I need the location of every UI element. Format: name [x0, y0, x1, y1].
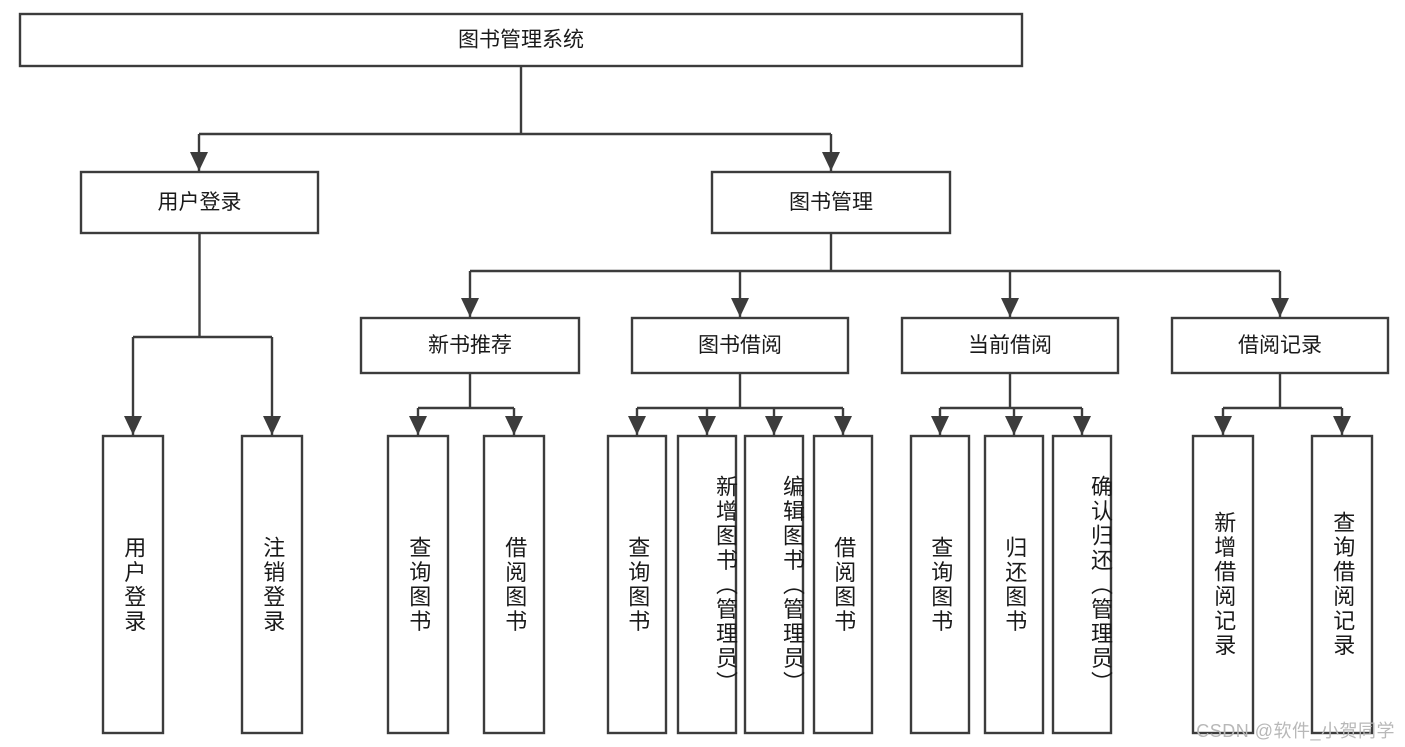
node-box-leaf-query-book-current[interactable]	[909, 434, 971, 735]
node-box-leaf-logout-login[interactable]	[240, 434, 304, 735]
arrow-head-icon	[409, 416, 427, 435]
node-box-leaf-query-book-borrow[interactable]	[606, 434, 668, 735]
node-box-leaf-user-login[interactable]	[101, 434, 165, 735]
node-label-borrow-record: 借阅记录	[1238, 334, 1322, 357]
arrow-head-icon	[628, 416, 646, 435]
arrow-head-icon	[1073, 416, 1091, 435]
node-label-root: 图书管理系统	[458, 29, 584, 52]
arrow-head-icon	[263, 416, 281, 435]
node-box-layer	[18, 12, 1390, 735]
arrow-head-icon	[1271, 298, 1289, 317]
node-label-book-borrow: 图书借阅	[698, 334, 782, 357]
node-box-new-book-recommend[interactable]	[359, 316, 581, 375]
arrow-head-icon	[834, 416, 852, 435]
arrow-head-icon	[822, 152, 840, 171]
node-box-leaf-add-borrow-record[interactable]	[1191, 434, 1255, 735]
node-box-root[interactable]	[18, 12, 1024, 68]
node-box-leaf-borrow-book-borrow[interactable]	[812, 434, 874, 735]
arrow-head-icon	[1333, 416, 1351, 435]
node-label-user-login: 用户登录	[158, 191, 242, 214]
node-box-book-borrow[interactable]	[630, 316, 850, 375]
node-box-user-login[interactable]	[79, 170, 320, 235]
arrow-head-icon	[931, 416, 949, 435]
arrow-head-icon	[765, 416, 783, 435]
node-label-current-borrow: 当前借阅	[968, 334, 1052, 357]
arrow-head-icon	[1001, 298, 1019, 317]
arrow-head-icon	[698, 416, 716, 435]
node-box-borrow-record[interactable]	[1170, 316, 1390, 375]
node-box-leaf-edit-book-admin[interactable]	[743, 434, 805, 735]
node-box-leaf-add-book-admin[interactable]	[676, 434, 738, 735]
node-box-book-management[interactable]	[710, 170, 952, 235]
arrow-head-icon	[1005, 416, 1023, 435]
node-box-leaf-query-borrow-record[interactable]	[1310, 434, 1374, 735]
arrow-head-icon	[505, 416, 523, 435]
watermark-text: CSDN @软件_小贺同学	[1196, 721, 1395, 741]
arrow-head-icon	[190, 152, 208, 171]
arrow-head-icon	[461, 298, 479, 317]
arrow-head-icon	[1214, 416, 1232, 435]
connector-layer	[124, 66, 1351, 435]
node-box-leaf-borrow-book-recommend[interactable]	[482, 434, 546, 735]
node-box-leaf-query-book-recommend[interactable]	[386, 434, 450, 735]
node-box-current-borrow[interactable]	[900, 316, 1120, 375]
node-box-leaf-return-book[interactable]	[983, 434, 1045, 735]
node-box-leaf-confirm-return-admin[interactable]	[1051, 434, 1113, 735]
node-label-book-management: 图书管理	[789, 191, 873, 214]
node-label-new-book-recommend: 新书推荐	[428, 334, 512, 357]
arrow-head-icon	[124, 416, 142, 435]
arrow-head-icon	[731, 298, 749, 317]
